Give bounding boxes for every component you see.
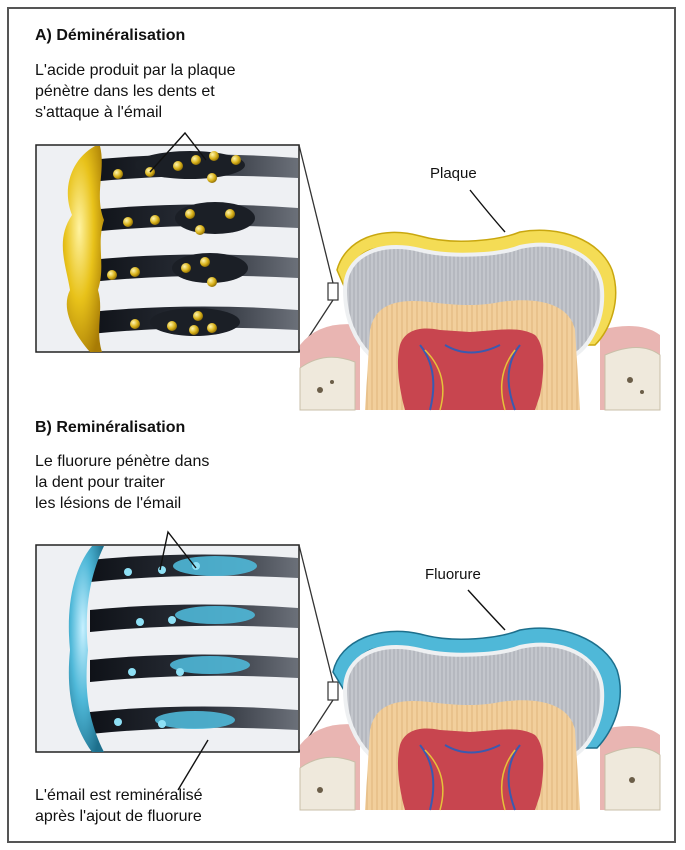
- fluorure-label: Fluorure: [425, 566, 481, 583]
- tooth-b: [299, 627, 661, 811]
- section-b-title: B) Reminéralisation: [35, 419, 186, 436]
- section-a-description-line: s'attaque à l'émail: [35, 104, 163, 121]
- section-b-description-line: les lésions de l'émail: [35, 495, 182, 512]
- section-b-description-line: la dent pour traiter: [35, 474, 165, 491]
- plaque-blob: [62, 146, 104, 352]
- zoom-box-a: [35, 131, 300, 353]
- section-b-bottom-line: L'émail est reminéralisé: [35, 787, 203, 804]
- fluoride-entry-pointer: [159, 530, 197, 571]
- section-a-title: A) Déminéralisation: [35, 27, 186, 44]
- section-b-bottom-text: L'émail est reminéralisé après l'ajout d…: [35, 785, 203, 827]
- zoom-box-b: [35, 530, 300, 791]
- fluorure-pointer: [467, 589, 506, 631]
- section-b-description-line: Le fluorure pénètre dans: [35, 453, 210, 470]
- section-a-description-line: pénètre dans les dents et: [35, 83, 215, 100]
- remineralized-pointer: [177, 739, 209, 791]
- section-a-description: L'acide produit par la plaque pénètre da…: [35, 60, 236, 123]
- section-b-bottom-line: après l'ajout de fluorure: [35, 808, 202, 825]
- fluoride-coat: [68, 546, 104, 752]
- acid-particles: [107, 151, 241, 335]
- enamel-rods-b: [90, 554, 298, 734]
- tooth-a: [299, 229, 661, 411]
- enamel-rods-a: [90, 151, 298, 336]
- section-b-description: Le fluorure pénètre dans la dent pour tr…: [35, 451, 209, 514]
- plaque-label: Plaque: [430, 165, 477, 182]
- section-a-description-line: L'acide produit par la plaque: [35, 62, 236, 79]
- plaque-pointer: [469, 189, 506, 233]
- acid-pointer: [149, 131, 207, 173]
